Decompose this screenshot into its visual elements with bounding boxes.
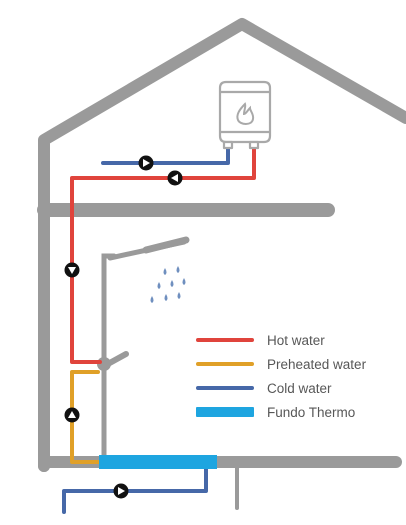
legend-item-preheated-water: Preheated water <box>196 352 401 376</box>
cold-pipe-to-heater <box>101 144 230 165</box>
legend-swatch-preheated <box>196 362 254 366</box>
flow-arrow-cold-supply <box>113 483 129 499</box>
legend-swatch-cold <box>196 386 254 390</box>
shower-head <box>142 236 190 254</box>
shower-column <box>101 253 117 458</box>
legend: Hot water Preheated water Cold water Fun… <box>196 328 401 424</box>
legend-label-cold-water: Cold water <box>267 380 332 396</box>
gas-water-heater-icon <box>218 80 272 150</box>
water-drops-icon <box>150 266 186 303</box>
cold-pipe-supply <box>62 464 208 514</box>
flame-icon <box>236 102 255 125</box>
shower <box>97 236 190 458</box>
flow-arrow-hot-down <box>64 262 80 278</box>
legend-label-preheated-water: Preheated water <box>267 356 367 372</box>
legend-swatch-fundo <box>196 407 254 417</box>
legend-item-fundo-thermo: Fundo Thermo <box>196 400 401 424</box>
hot-pipe-from-heater <box>70 144 256 364</box>
legend-item-cold-water: Cold water <box>196 376 401 400</box>
fundo-thermo-unit <box>99 455 217 469</box>
legend-item-hot-water: Hot water <box>196 328 401 352</box>
flow-arrow-preheated-up <box>64 407 80 423</box>
legend-swatch-hot <box>196 338 254 342</box>
flow-arrow-hot-out <box>167 170 183 186</box>
legend-label-hot-water: Hot water <box>267 332 325 348</box>
flow-arrow-cold-in <box>138 155 154 171</box>
legend-label-fundo-thermo: Fundo Thermo <box>267 404 356 420</box>
